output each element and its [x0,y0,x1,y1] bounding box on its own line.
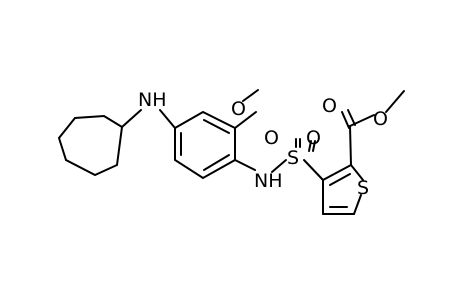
sulfonamide-group [234,138,324,181]
thiophene-sulfur-label: S [357,177,369,199]
sulfonyl-sulfur-label: S [287,147,299,169]
sulfonyl-oxygen-left-label: O [264,127,279,149]
cyclohexyl-ring [57,114,123,177]
amine-nh-label: NH [138,89,167,111]
thiophene-ring [322,163,364,215]
amine-linker [121,109,176,129]
sulfonamide-nh-label: NH [254,170,283,192]
sulfonyl-oxygen-right-label: O [306,127,321,149]
benzene-ring [174,110,236,180]
methoxy-oxygen-label: O [231,98,246,120]
methoxy-group [234,89,259,129]
carbonyl-oxygen-label: O [322,95,337,117]
ester-oxygen-label: O [373,108,388,130]
methyl-ester-group [341,90,405,166]
